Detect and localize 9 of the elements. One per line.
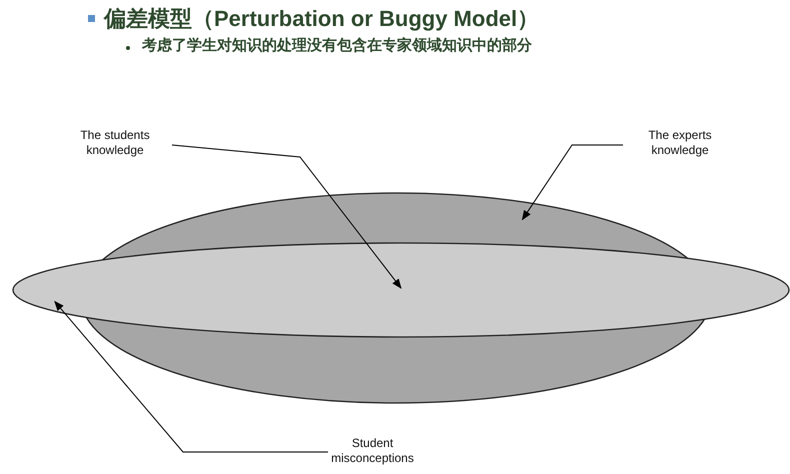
ellipse-region xyxy=(12,242,790,338)
leader-line xyxy=(172,144,402,289)
leader-line xyxy=(54,300,328,452)
title: 偏差模型（Perturbation or Buggy Model） xyxy=(104,5,540,33)
leader-line xyxy=(522,144,624,220)
callout-label: The students knowledge xyxy=(60,128,170,158)
callout-label: The experts knowledge xyxy=(625,128,735,158)
callout-label: Student misconceptions xyxy=(330,436,415,466)
bullet-text: 考虑了学生对知识的处理没有包含在专家领域知识中的部分 xyxy=(142,36,532,55)
